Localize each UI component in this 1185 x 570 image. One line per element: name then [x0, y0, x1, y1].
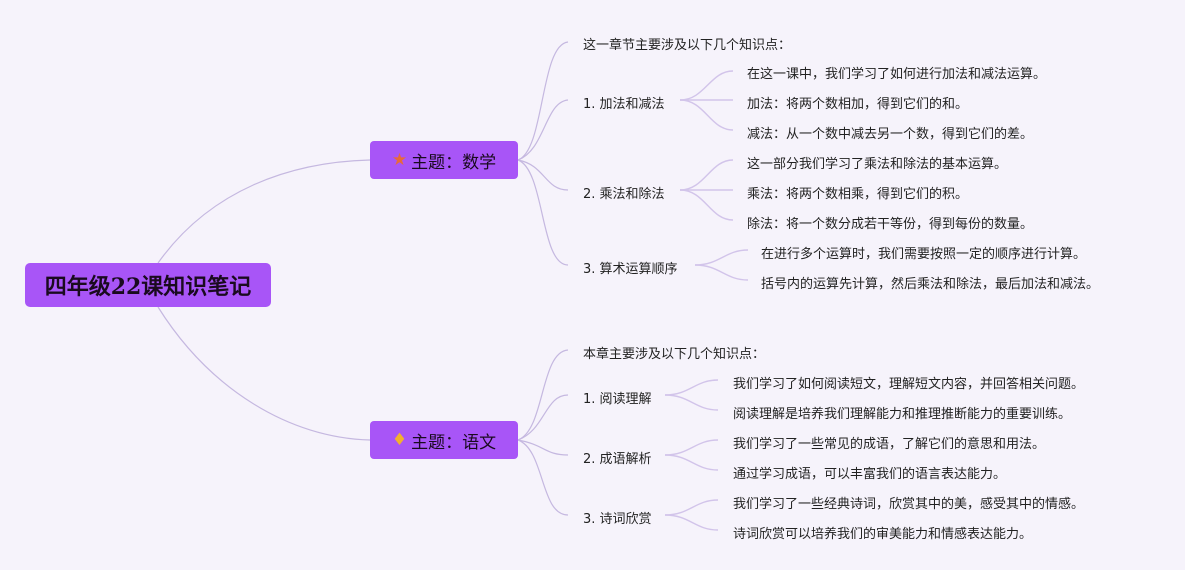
- chinese-s3-item-2[interactable]: 诗词欣赏可以培养我们的审美能力和情感表达能力。: [733, 527, 1033, 542]
- link-math-s3: [517, 159, 569, 266]
- link-lang-intro: [517, 349, 569, 441]
- chinese-s1-item-1[interactable]: 我们学习了如何阅读短文，理解短文内容，并回答相关问题。: [733, 377, 1085, 392]
- link-lang-s3: [517, 439, 569, 516]
- chinese-s2-item-1[interactable]: 我们学习了一些常见的成语，了解它们的意思和用法。: [733, 437, 1046, 452]
- chinese-s1-item-2[interactable]: 阅读理解是培养我们理解能力和推理推断能力的重要训练。: [733, 407, 1072, 422]
- chinese-s3-item-1[interactable]: 我们学习了一些经典诗词，欣赏其中的美，感受其中的情感。: [733, 497, 1085, 512]
- link-root-math: [157, 159, 371, 264]
- topic-label: 主题：语文: [411, 432, 497, 453]
- math-s2-item-3[interactable]: 除法：将一个数分成若干等份，得到每份的数量。: [747, 217, 1034, 232]
- math-section-1[interactable]: 1. 加法和减法: [583, 97, 665, 112]
- topic-label: 主题：数学: [411, 152, 497, 173]
- link-root-lang: [157, 306, 371, 441]
- root-node[interactable]: 四年级22课知识笔记: [25, 263, 271, 307]
- math-s3-item-1[interactable]: 在进行多个运算时，我们需要按照一定的顺序进行计算。: [761, 247, 1087, 262]
- math-s3-item-2[interactable]: 括号内的运算先计算，然后乘法和除法，最后加法和减法。: [761, 277, 1100, 292]
- math-intro[interactable]: 这一章节主要涉及以下几个知识点：: [583, 38, 792, 53]
- math-s2-item-2[interactable]: 乘法：将两个数相乘，得到它们的积。: [747, 187, 969, 202]
- math-s2-item-1[interactable]: 这一部分我们学习了乘法和除法的基本运算。: [747, 157, 1008, 172]
- link-math-s2: [517, 159, 569, 191]
- root-title: 四年级22课知识笔记: [44, 274, 252, 300]
- math-section-2[interactable]: 2. 乘法和除法: [583, 187, 665, 202]
- math-s1-item-3[interactable]: 减法：从一个数中减去另一个数，得到它们的差。: [747, 127, 1034, 142]
- star-icon: ★: [391, 149, 408, 170]
- math-section-3[interactable]: 3. 算术运算顺序: [583, 262, 678, 277]
- chinese-intro[interactable]: 本章主要涉及以下几个知识点：: [583, 347, 766, 362]
- link-lang-s1: [517, 394, 569, 441]
- link-math-s1: [517, 99, 569, 161]
- topic-math[interactable]: ★ 主题：数学: [370, 141, 518, 179]
- link-lang-s2: [517, 439, 569, 456]
- gem-icon: ♦: [391, 429, 408, 450]
- chinese-section-3[interactable]: 3. 诗词欣赏: [583, 512, 652, 527]
- chinese-section-2[interactable]: 2. 成语解析: [583, 452, 652, 467]
- math-s1-item-2[interactable]: 加法：将两个数相加，得到它们的和。: [747, 97, 969, 112]
- topic-chinese[interactable]: ♦ 主题：语文: [370, 421, 518, 459]
- chinese-section-1[interactable]: 1. 阅读理解: [583, 392, 652, 407]
- math-s1-item-1[interactable]: 在这一课中，我们学习了如何进行加法和减法运算。: [747, 67, 1047, 82]
- chinese-s2-item-2[interactable]: 通过学习成语，可以丰富我们的语言表达能力。: [733, 467, 1007, 482]
- link-math-intro: [517, 41, 569, 161]
